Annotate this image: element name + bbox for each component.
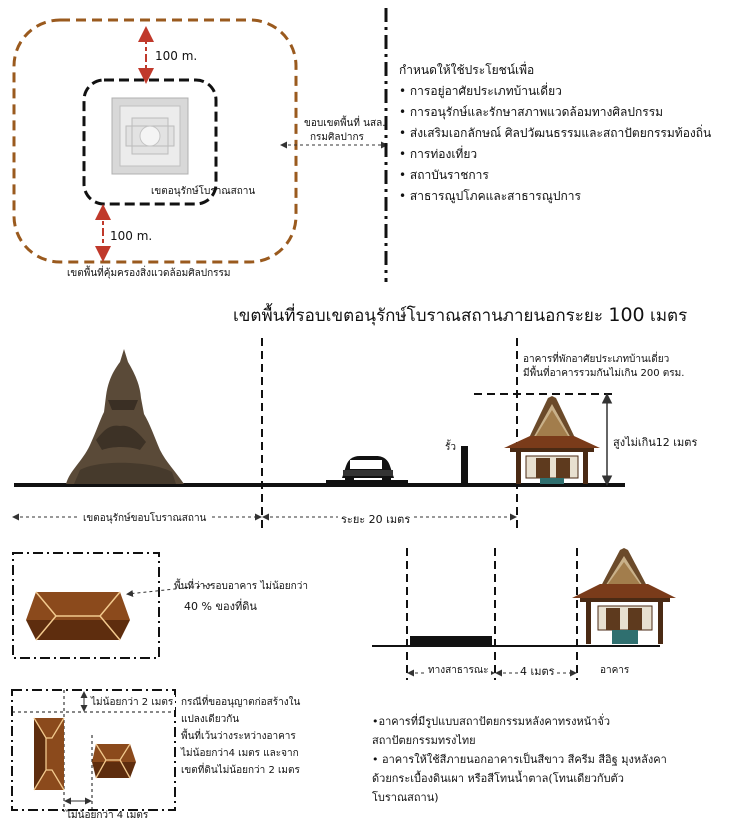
thai-house-large	[504, 396, 600, 484]
distance-label-bottom: 100 m.	[110, 229, 153, 243]
usage-title: กำหนดให้ใช้ประโยชน์เพื่อ	[399, 63, 535, 77]
thai-house-small	[572, 548, 676, 644]
inner-zone-label: เขตอนุรักษ์โบราณสถาน	[151, 186, 256, 197]
open-space-arrow	[126, 584, 213, 597]
outer-zone-label: เขตพื้นที่คุ้มครองสิ่งแวดล้อมศิลปกรรม	[67, 268, 231, 279]
road	[410, 636, 492, 645]
open-space-line1: พื้นที่ว่างรอบอาคาร ไม่น้อยกว่า	[174, 581, 308, 592]
plot-boundary	[12, 552, 160, 659]
distance-20m-label: ระยะ 20 เมตร	[338, 510, 414, 528]
outer-protection-zone	[12, 18, 298, 264]
open-space-line2: 40 % ของที่ดิน	[184, 600, 257, 613]
fence	[461, 446, 468, 484]
usage-list: กำหนดให้ใช้ประโยชน์เพื่อ • การอยู่อาศัยป…	[399, 60, 711, 207]
height-label: สูงไม่เกิน12 เมตร	[613, 436, 698, 449]
road-label: ทางสาธารณะ	[426, 663, 491, 678]
distance-label-top: 100 m.	[155, 49, 198, 63]
building-note-line2: มีพื้นที่อาคารรวมกันไม่เกิน 200 ตรม.	[523, 368, 685, 379]
boundary-label-line2: กรมศิลปากร	[310, 132, 364, 143]
spacing-bottom-label: ไม่น้อยกว่า 4 เมตร	[66, 810, 149, 821]
building-note-line1: อาคารที่พักอาศัยประเภทบ้านเดี่ยว	[523, 354, 670, 365]
fence-label: รั้ว	[445, 442, 456, 453]
usage-item: • การท่องเที่ยว	[399, 147, 478, 161]
conservation-label: เขตอนุรักษ์ขอบโบราณสถาน	[80, 511, 210, 526]
usage-item: • ส่งเสริมเอกลักษณ์ ศิลปวัฒนธรรมและสถาปั…	[399, 126, 712, 140]
usage-item: • สถาบันราชการ	[399, 168, 489, 182]
usage-item: • การอยู่อาศัยประเภทบ้านเดี่ยว	[399, 84, 562, 98]
roof-plan-1	[26, 591, 130, 641]
roof-plan-2	[33, 717, 65, 791]
design-notes: •อาคารที่มีรูปแบบสถาปัตยกรรมหลังคาทรงหน้…	[372, 715, 667, 804]
stupa-ruin	[66, 349, 184, 484]
roof-plan-3	[92, 743, 136, 779]
monument-plan	[111, 97, 189, 175]
usage-item: • สาธารณูปโภคและสาธารณูปการ	[399, 189, 581, 203]
usage-item: • การอนุรักษ์และรักษาสภาพแวดล้อมทางศิลปก…	[399, 105, 664, 119]
building-label: อาคาร	[600, 665, 630, 676]
setback-distance-label: 4 เมตร	[518, 662, 557, 680]
spacing-note: กรณีที่ขออนุญาตก่อสร้างใน แปลงเดียวกัน พ…	[181, 697, 301, 776]
section-heading: เขตพื้นที่รอบเขตอนุรักษ์โบราณสถานภายนอกร…	[233, 304, 688, 326]
car	[326, 456, 408, 486]
spacing-top-label: ไม่น้อยกว่า 2 เมตร	[89, 695, 176, 710]
boundary-label-line1: ขอบเขตพื้นที่ นสล.	[304, 118, 386, 129]
plot-boundary-2	[11, 689, 176, 811]
